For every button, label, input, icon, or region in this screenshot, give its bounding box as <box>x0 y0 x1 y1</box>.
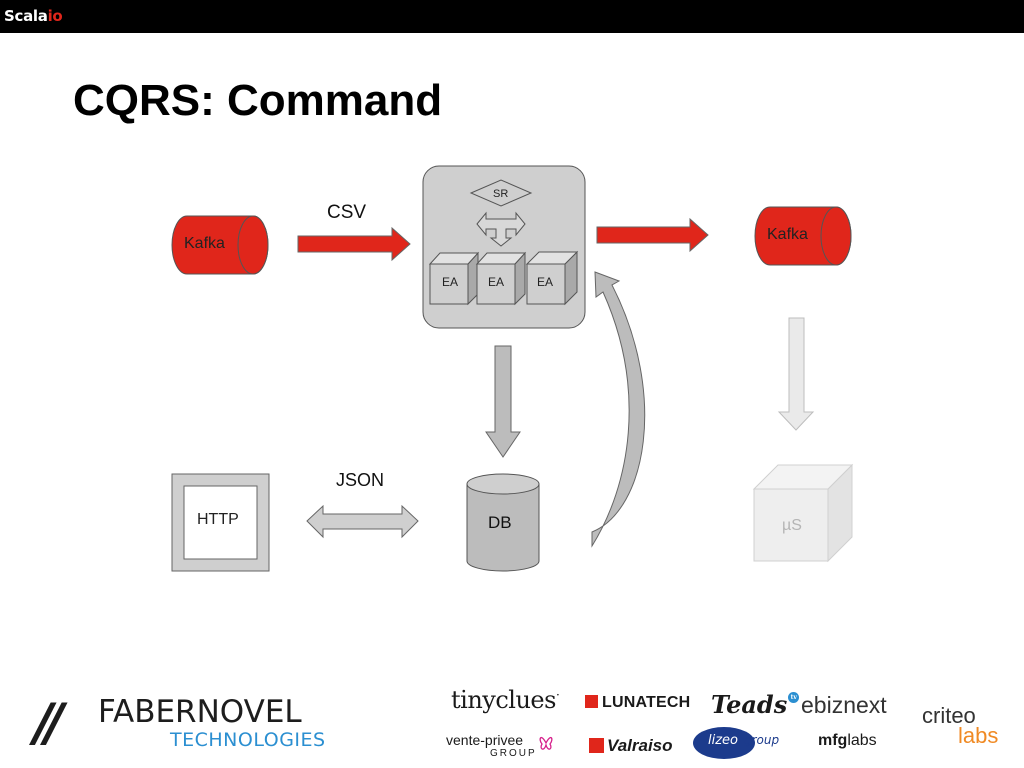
scalaio-logo: Scalaio <box>4 7 63 25</box>
sponsor-vente-privee: vente-privee GROUP <box>446 732 537 760</box>
lizeo-badge-icon <box>693 727 755 759</box>
sponsor-tinyclues: tinyclues· <box>451 686 560 714</box>
lunatech-mark-icon <box>585 695 598 708</box>
teads-name: Teads <box>711 690 788 719</box>
ea-label-1: EA <box>442 275 458 289</box>
fabernovel-logo: // FABERNOVEL TECHNOLOGIES <box>34 693 334 753</box>
ea-cube-2: EA <box>475 251 527 306</box>
tinyclues-name: tinyclues <box>451 686 556 714</box>
criteo-labs-suffix: labs <box>958 723 999 748</box>
mfg-name: mfg <box>818 732 848 749</box>
sponsor-criteo-labs: criteo labs <box>922 703 999 748</box>
sponsor-lizeo: lizeo group <box>708 733 779 748</box>
output-arrow <box>596 217 709 253</box>
down-arrow-to-db <box>485 345 521 458</box>
ebiznext-name: ebiznext <box>801 692 887 718</box>
json-label: JSON <box>336 470 384 490</box>
sponsor-valraiso: Valraiso <box>589 736 673 756</box>
fabernovel-tech: TECHNOLOGIES <box>170 729 326 751</box>
curved-feedback-arrow <box>591 271 646 548</box>
valraiso-name: Valraiso <box>607 736 673 755</box>
ea-label-3: EA <box>537 275 553 289</box>
kafka-output-cylinder: Kafka <box>754 206 852 266</box>
mfg-labs-suffix: labs <box>847 732 877 749</box>
kafka-input-cylinder: Kafka <box>171 215 269 275</box>
ea-label-2: EA <box>488 275 504 289</box>
processor-box: SR EA EA EA <box>422 165 586 329</box>
lizeo-group: group <box>744 733 780 747</box>
brand-main: Scala <box>4 7 48 25</box>
csv-label: CSV <box>327 202 366 223</box>
fabernovel-name: FABERNOVEL <box>98 694 302 730</box>
microservice-cube: µS <box>752 463 854 563</box>
db-cylinder: DB <box>466 473 540 572</box>
vente-privee-group: GROUP <box>490 748 537 759</box>
csv-arrow: CSV <box>297 202 411 262</box>
vente-privee-name: vente-privee <box>446 732 524 748</box>
micro-label: µS <box>782 517 802 534</box>
valraiso-mark-icon <box>589 738 604 753</box>
sponsor-lunatech: LUNATECH <box>585 694 690 712</box>
butterfly-icon <box>538 733 554 753</box>
sponsor-mfg-labs: mfglabs <box>818 732 877 750</box>
three-way-arrow-icon <box>476 211 526 247</box>
http-box: HTTP <box>171 473 270 572</box>
cqrs-diagram: Kafka CSV SR EA EA EA <box>171 165 854 572</box>
lunatech-name: LUNATECH <box>602 694 691 711</box>
criteo-name: criteo <box>922 703 976 728</box>
slide-title: CQRS: Command <box>73 76 443 125</box>
tinyclues-mark: · <box>555 688 560 702</box>
json-double-arrow: JSON <box>306 470 419 539</box>
sponsor-ebiznext: ebiznext <box>801 692 887 719</box>
faded-down-arrow <box>777 317 815 431</box>
sr-diamond <box>469 179 533 207</box>
kafka-output-label: Kafka <box>767 226 808 243</box>
teads-badge-icon: tv <box>788 692 800 703</box>
sr-label: SR <box>493 188 508 200</box>
fabernovel-slash: // <box>34 693 64 753</box>
ea-cube-3: EA <box>525 250 579 306</box>
brand-suffix: io <box>47 7 63 25</box>
kafka-input-label: Kafka <box>184 235 225 252</box>
ea-cube-1: EA <box>428 251 480 306</box>
http-label: HTTP <box>197 511 239 528</box>
top-bar: Scalaio <box>0 0 1024 33</box>
lizeo-name: lizeo <box>708 733 738 748</box>
db-label: DB <box>488 513 512 532</box>
